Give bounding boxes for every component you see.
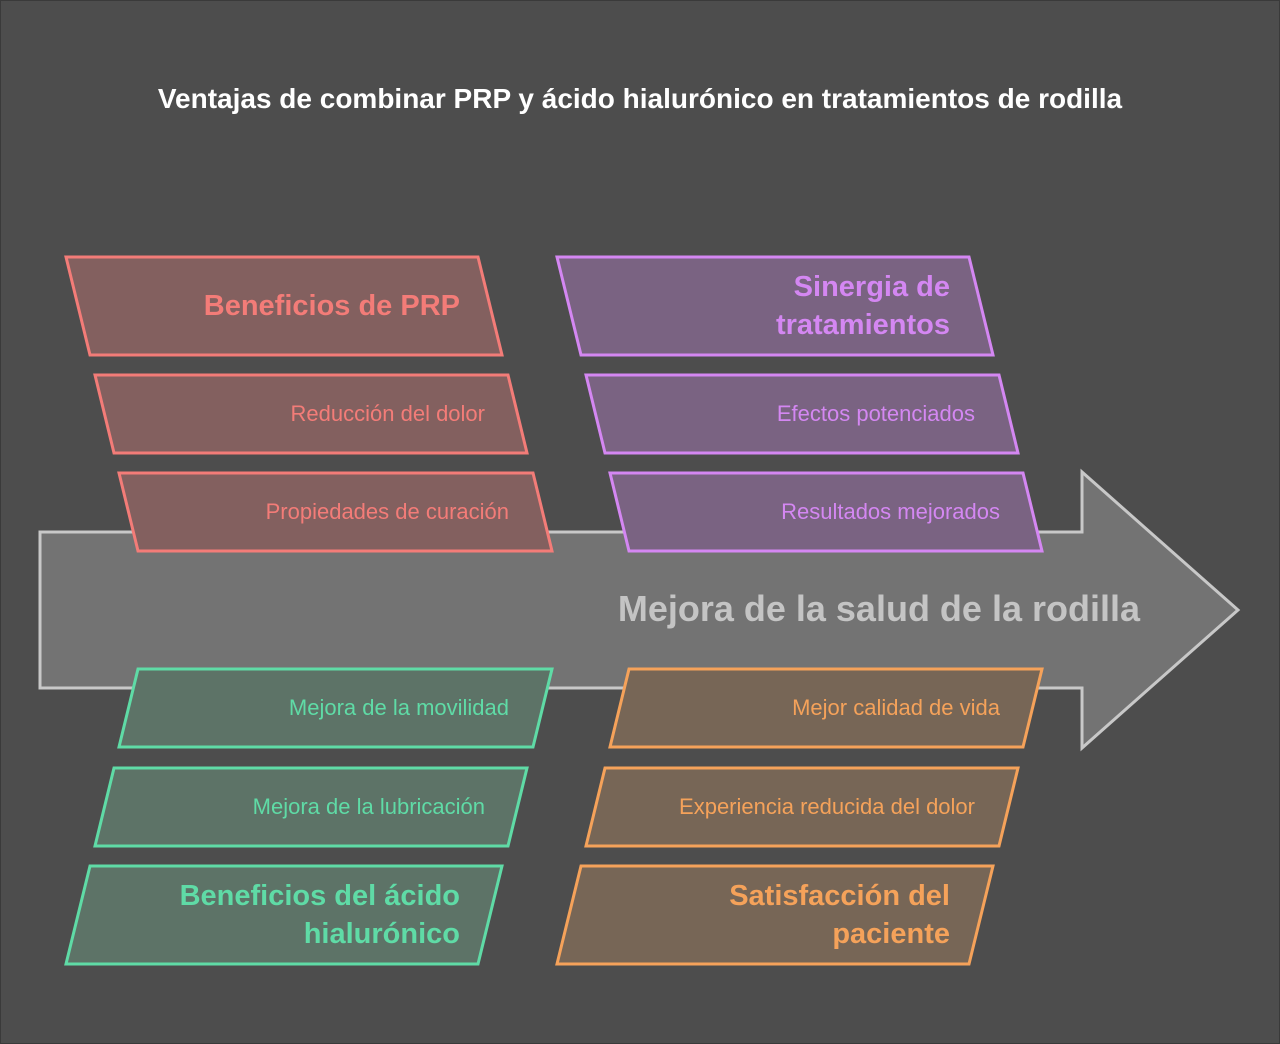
satisfaccion-item-2-box bbox=[584, 766, 1020, 848]
prp-heading: Beneficios de PRP bbox=[90, 257, 460, 355]
satisfaccion-item-1-text: Mejor calidad de vida bbox=[792, 695, 1000, 720]
acido-heading-text: Beneficios del ácido hialurónico bbox=[179, 880, 460, 950]
acido-heading: Beneficios del ácido hialurónico bbox=[90, 866, 460, 964]
satisfaccion-item-2: Experiencia reducida del dolor bbox=[600, 768, 975, 846]
prp-item-2-text: Propiedades de curación bbox=[265, 499, 509, 524]
acido-heading-box bbox=[64, 864, 504, 966]
sinergia-item-1: Efectos potenciados bbox=[600, 375, 975, 453]
satisfaccion-heading-box bbox=[555, 864, 995, 966]
sinergia-item-1-text: Efectos potenciados bbox=[776, 401, 975, 426]
sinergia-heading-box bbox=[555, 255, 995, 357]
satisfaccion-heading: Satisfacción del paciente bbox=[600, 866, 950, 964]
acido-item-2: Mejora de la lubricación bbox=[110, 768, 485, 846]
acido-item-1: Mejora de la movilidad bbox=[135, 669, 509, 747]
sinergia-item-1-box bbox=[584, 373, 1020, 455]
satisfaccion-item-1-box bbox=[608, 667, 1044, 749]
prp-heading-box bbox=[64, 255, 504, 357]
acido-item-1-text: Mejora de la movilidad bbox=[288, 695, 509, 720]
acido-item-2-text: Mejora de la lubricación bbox=[252, 794, 485, 819]
sinergia-item-2-text: Resultados mejorados bbox=[781, 499, 1000, 524]
prp-heading-text: Beneficios de PRP bbox=[203, 290, 460, 322]
satisfaccion-heading-text: Satisfacción del paciente bbox=[729, 880, 950, 950]
sinergia-item-2: Resultados mejorados bbox=[625, 473, 1000, 551]
satisfaccion-item-2-text: Experiencia reducida del dolor bbox=[679, 794, 975, 819]
sinergia-heading-text: Sinergia de tratamientos bbox=[775, 271, 950, 341]
prp-item-2: Propiedades de curación bbox=[135, 473, 509, 551]
acido-item-2-box bbox=[93, 766, 529, 848]
acido-item-1-box bbox=[117, 667, 554, 749]
diagram-title: Ventajas de combinar PRP y ácido hialuró… bbox=[157, 83, 1123, 114]
prp-item-1-text: Reducción del dolor bbox=[290, 401, 485, 426]
sinergia-item-2-box bbox=[608, 471, 1044, 553]
prp-item-1: Reducción del dolor bbox=[110, 375, 485, 453]
sinergia-heading: Sinergia de tratamientos bbox=[600, 257, 950, 355]
arrow-label: Mejora de la salud de la rodilla bbox=[617, 588, 1140, 629]
prp-item-2-box bbox=[117, 471, 554, 553]
prp-item-1-box bbox=[93, 373, 529, 455]
satisfaccion-item-1: Mejor calidad de vida bbox=[625, 669, 1000, 747]
